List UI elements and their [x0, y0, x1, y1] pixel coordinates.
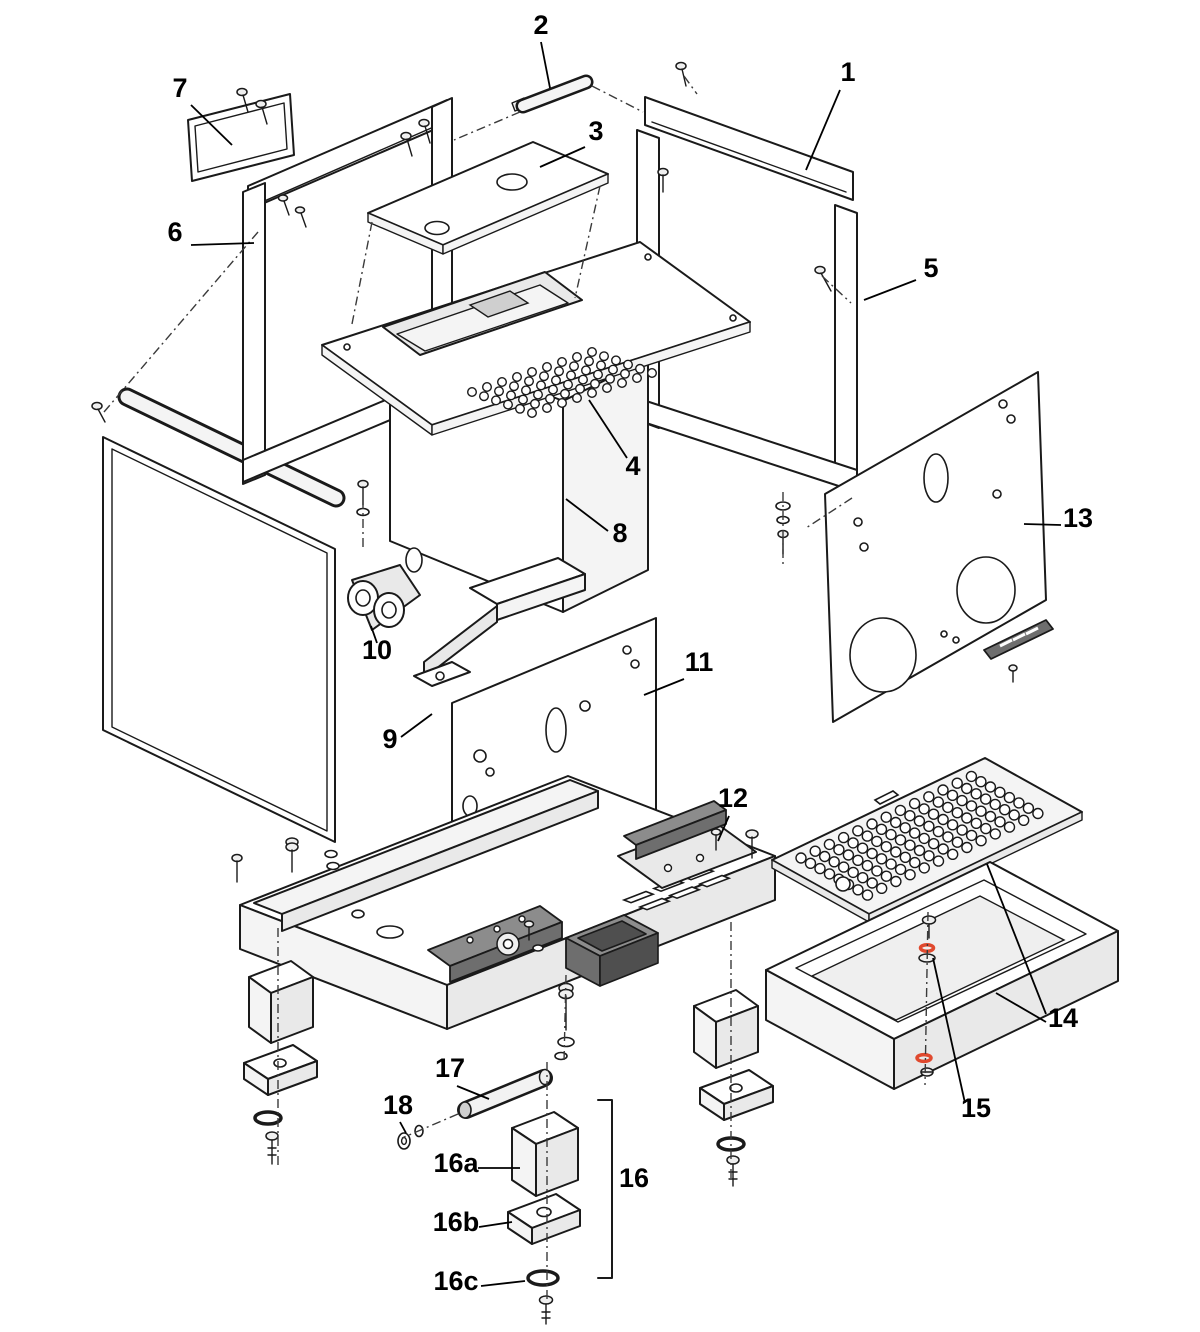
part-7-cover-plate	[187, 93, 295, 182]
part-16-group-bracket	[597, 1099, 613, 1279]
foot-right	[693, 989, 774, 1152]
foot-left-oring	[253, 1110, 283, 1126]
part-1-right-frame-top-rail	[644, 96, 854, 201]
screws	[91, 61, 1018, 1325]
callout-11: 11	[685, 647, 714, 677]
callout-14: 14	[1048, 1003, 1078, 1033]
callout-labels: 1 2 3 4 5 6 7 8 9 10 11 12 13 14 15 16 1…	[167, 10, 1093, 1296]
assembly-axes	[103, 75, 929, 1300]
foot-left	[243, 960, 318, 1126]
callout-13: 13	[1063, 503, 1093, 533]
callout-15: 15	[961, 1093, 991, 1123]
callout-12: 12	[718, 783, 748, 813]
part-18-washers	[397, 1124, 424, 1150]
callout-16a: 16a	[433, 1148, 479, 1178]
part-16c-oring	[526, 1269, 560, 1287]
part-16b-foot-pad	[507, 1193, 581, 1245]
callout-17: 17	[435, 1053, 465, 1083]
part-2-cross-rod	[511, 74, 594, 114]
callout-18: 18	[383, 1090, 413, 1120]
callout-1: 1	[840, 57, 855, 87]
callout-16: 16	[619, 1163, 649, 1193]
part-16a-foot-block	[511, 1111, 579, 1197]
part-9-support-bracket	[413, 557, 586, 687]
callout-5: 5	[923, 253, 938, 283]
base-open-box	[565, 914, 659, 987]
part-4-hole-grid	[467, 347, 658, 419]
callout-2: 2	[533, 10, 548, 40]
drip-grid-holes	[795, 770, 1044, 901]
callout-4: 4	[625, 451, 640, 481]
callout-8: 8	[612, 518, 627, 548]
callout-6: 6	[167, 217, 182, 247]
part-12-mounting-plate	[617, 800, 757, 889]
callout-16c: 16c	[433, 1266, 478, 1296]
oring-red-bottom	[915, 1052, 933, 1064]
part-14-drip-grid	[771, 757, 1083, 923]
part-3-top-cover-plate	[367, 141, 609, 255]
callout-leaders	[190, 41, 1062, 1287]
part-14-drip-tray	[765, 861, 1119, 1090]
part-10-double-socket	[347, 564, 421, 631]
callout-3: 3	[588, 116, 603, 146]
left-side-panel	[102, 387, 346, 843]
callout-16b: 16b	[433, 1207, 480, 1237]
callout-7: 7	[172, 73, 187, 103]
callout-10: 10	[362, 635, 392, 665]
callout-9: 9	[382, 724, 397, 754]
part-13-right-side-panel	[824, 371, 1054, 723]
part-4-perforated-top-panel	[321, 241, 751, 436]
part-17-tube	[457, 1068, 553, 1119]
